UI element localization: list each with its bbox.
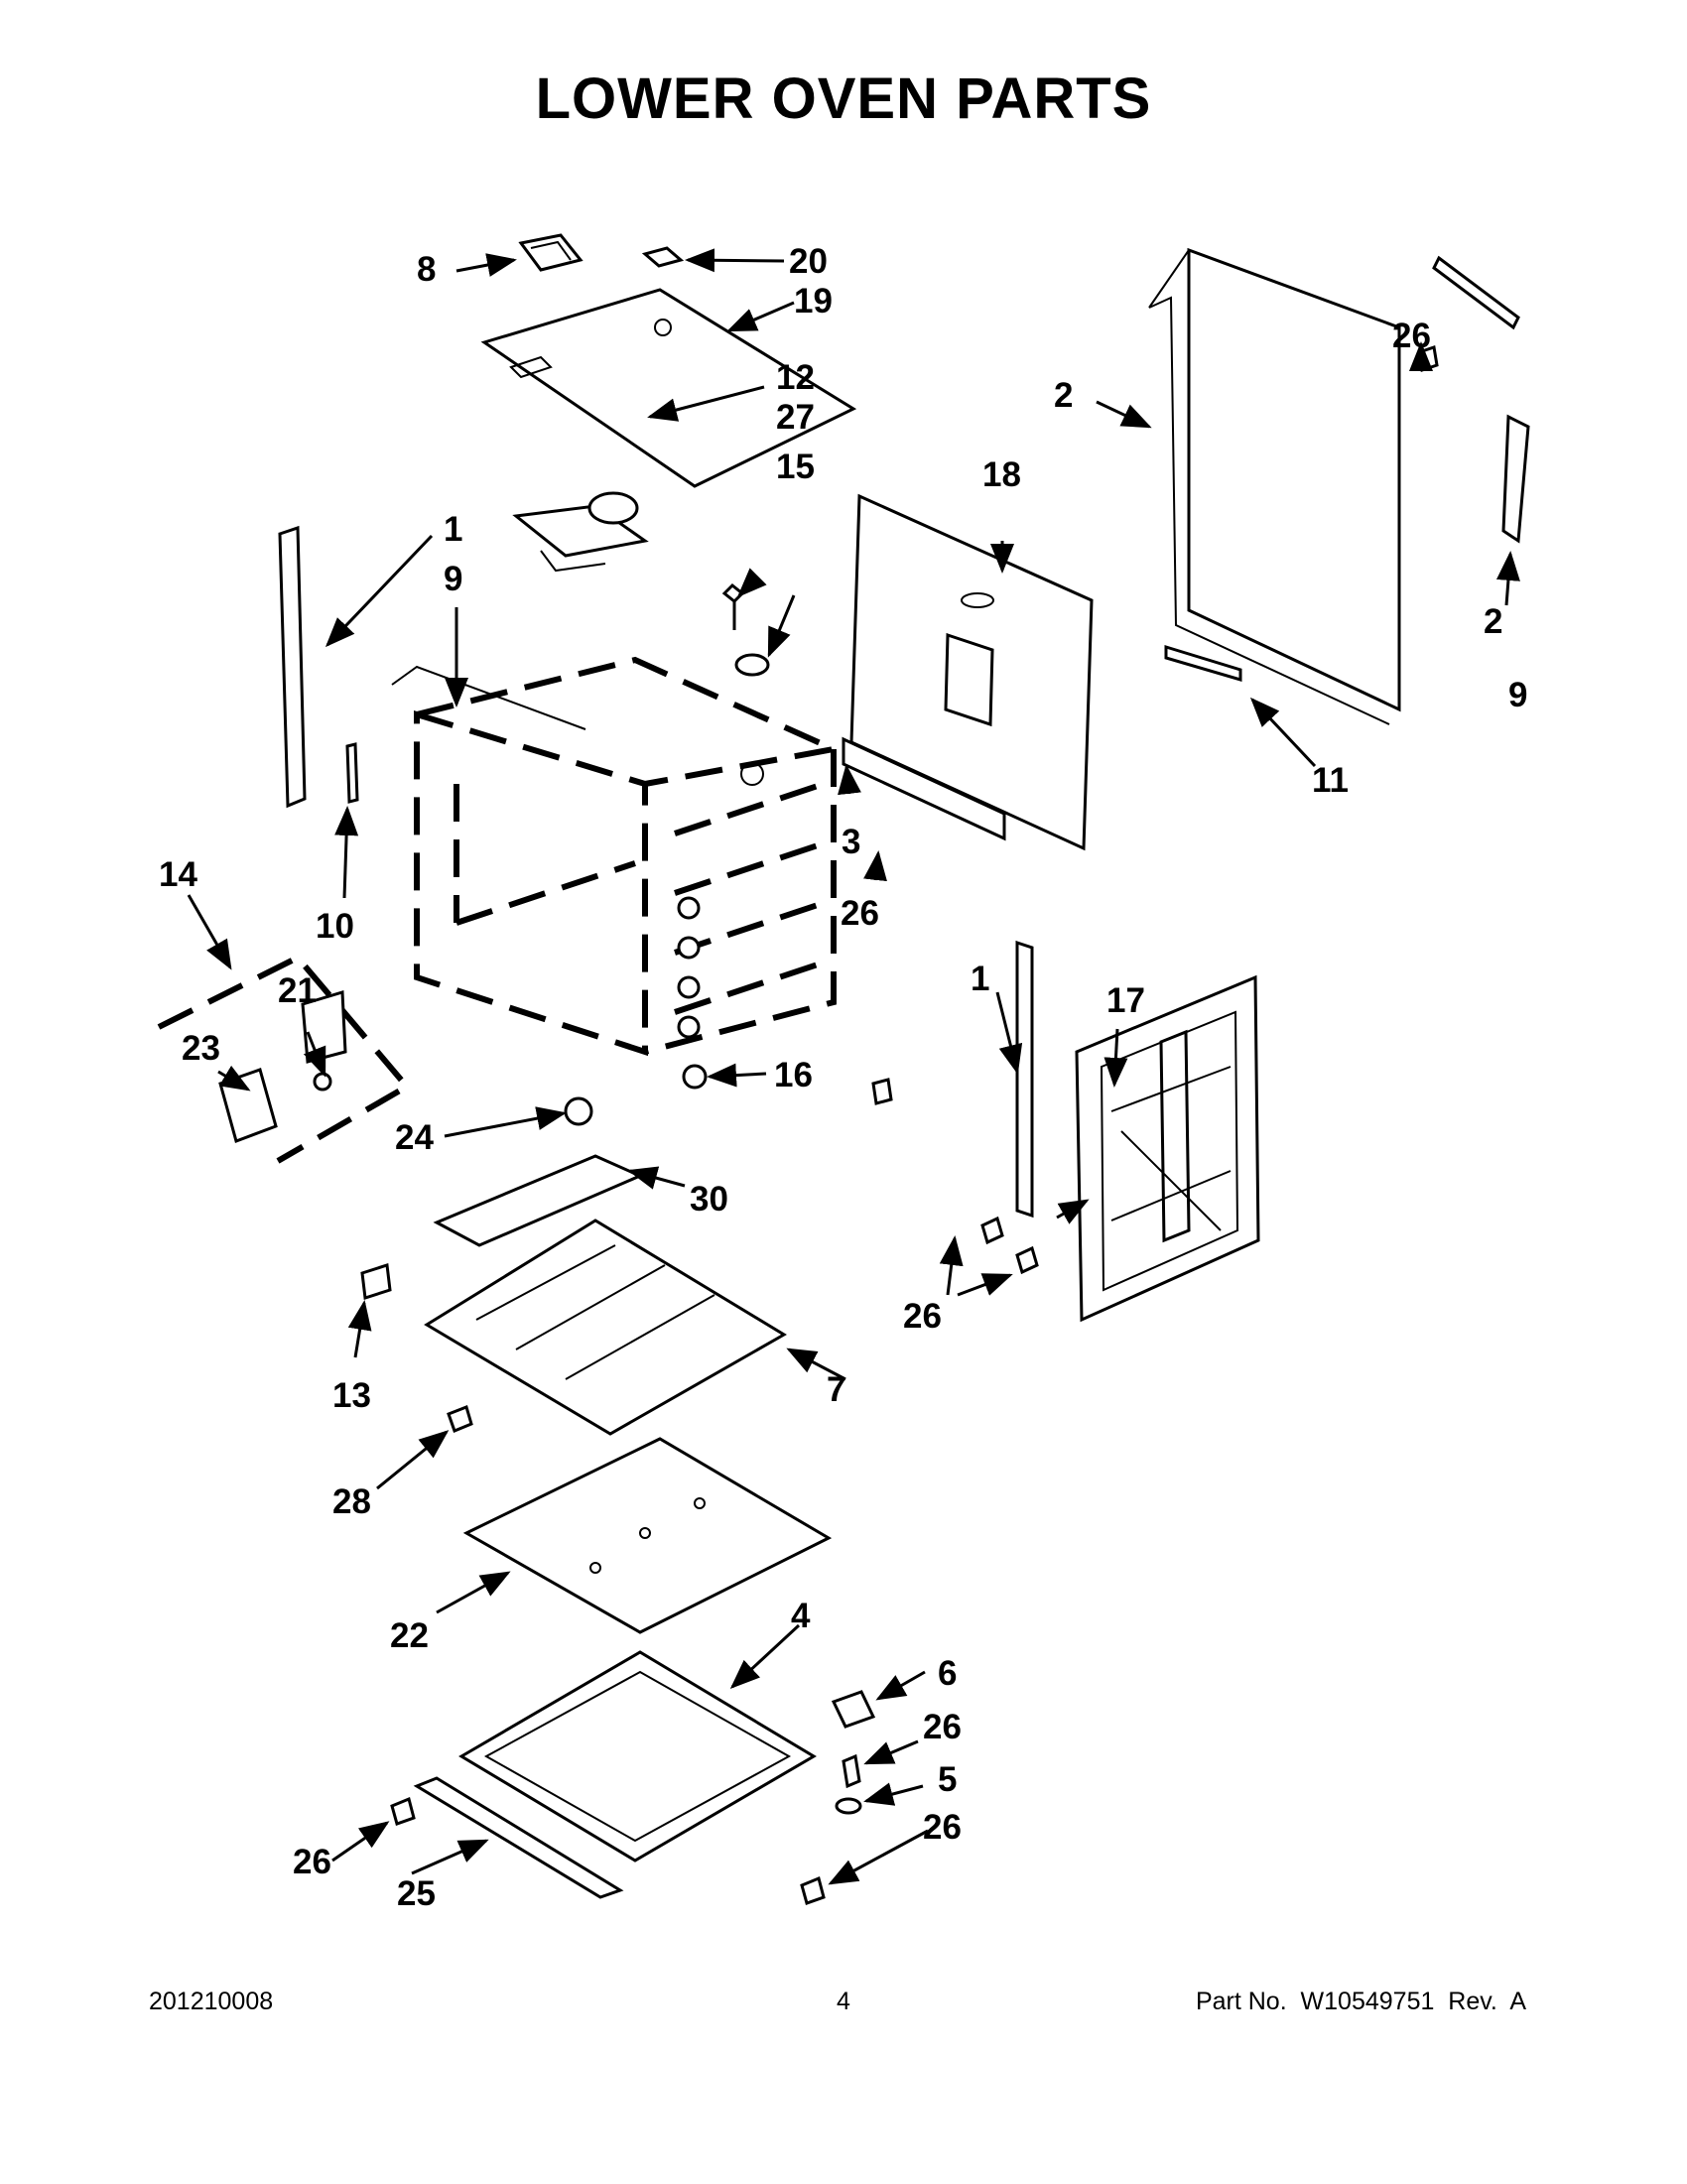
- callout-11: 11: [1312, 761, 1349, 800]
- callout-7: 7: [827, 1370, 845, 1409]
- callout-30: 30: [690, 1180, 728, 1219]
- callout-4: 4: [791, 1597, 811, 1635]
- callout-2-panel: 2: [1054, 376, 1073, 415]
- part-7-bottom-tray: [424, 1219, 787, 1436]
- part-3-bracket: [842, 736, 1006, 841]
- footer-part-number: Part No. W10549751 Rev. A: [1195, 1988, 1526, 2015]
- part-26-screw: [842, 1753, 861, 1789]
- callout-6: 6: [938, 1654, 957, 1693]
- part-22-bottom-panel: [462, 1437, 833, 1634]
- callout-9-right: 9: [1508, 676, 1527, 714]
- callout-1-left: 1: [444, 510, 462, 549]
- callout-1-right: 1: [971, 960, 989, 998]
- footer-page-number: 4: [837, 1988, 850, 2015]
- part-16-knob: [682, 1064, 708, 1090]
- callout-26-door: 26: [903, 1297, 942, 1336]
- callout-26-lower-b: 26: [923, 1808, 962, 1847]
- callout-2-bracket: 2: [1484, 602, 1502, 641]
- part-15-grommet: [734, 653, 770, 677]
- callout-10: 10: [316, 907, 354, 946]
- callout-13: 13: [332, 1376, 371, 1415]
- callout-27: 27: [776, 398, 815, 437]
- part-17-door-frame: [1075, 974, 1260, 1323]
- callout-25: 25: [397, 1874, 436, 1913]
- callout-26-upper: 26: [1392, 317, 1431, 355]
- callout-17: 17: [1106, 981, 1145, 1020]
- part-24-knob: [564, 1096, 593, 1126]
- part-8-bracket: [518, 233, 584, 272]
- callout-5: 5: [938, 1760, 957, 1799]
- part-1-left-rail: [278, 525, 307, 809]
- callout-15: 15: [776, 448, 815, 486]
- part-4-base-pan: [458, 1650, 817, 1863]
- part-27-screw: [721, 582, 745, 630]
- part-14-light-assembly: [157, 954, 412, 1164]
- part-26-screws: [390, 345, 1439, 1905]
- part-28-screw: [447, 1405, 473, 1433]
- callout-12: 12: [776, 358, 815, 397]
- callout-26-lower-a: 26: [923, 1708, 962, 1746]
- callout-19: 19: [794, 282, 833, 321]
- callout-20: 20: [789, 242, 828, 281]
- callout-26-left: 26: [293, 1843, 331, 1881]
- part-5-nut: [835, 1797, 862, 1815]
- callout-26-mid: 26: [841, 894, 879, 933]
- part-1-right-rail: [1015, 940, 1034, 1219]
- callout-16: 16: [774, 1056, 813, 1094]
- callout-labels: 8 20 19 12 27 15 1 9 18 2 26 2 9 11 3 26…: [159, 242, 1527, 1913]
- part-11-strip: [1164, 644, 1242, 683]
- part-13-switch: [360, 1263, 392, 1300]
- callout-24: 24: [395, 1118, 434, 1157]
- callout-8: 8: [417, 250, 436, 289]
- callout-21: 21: [278, 971, 317, 1010]
- callout-18: 18: [982, 455, 1021, 494]
- part-25-front-rail: [413, 1776, 624, 1899]
- callout-14: 14: [159, 855, 197, 894]
- part-2-rear-panel: [1148, 247, 1401, 725]
- leader-lines: [187, 248, 1520, 1885]
- page-title: LOWER OVEN PARTS: [535, 66, 1152, 131]
- callout-22: 22: [390, 1616, 429, 1655]
- part-9-oven-cavity: [391, 656, 844, 1057]
- part-19-top-panel: [480, 288, 857, 488]
- part-10-clip: [345, 742, 359, 804]
- part-20-plate: [641, 246, 685, 268]
- callout-3: 3: [842, 823, 860, 861]
- footer-doc-number: 201210008: [149, 1988, 274, 2015]
- callout-23: 23: [182, 1029, 220, 1068]
- callout-28: 28: [332, 1482, 371, 1521]
- part-18-rear-panel: [849, 493, 1094, 851]
- part-2-right-bracket: [1432, 255, 1530, 544]
- callout-9-cavity: 9: [444, 560, 462, 598]
- part-12-fan-assembly: [512, 491, 649, 573]
- part-6-bracket: [831, 1690, 876, 1729]
